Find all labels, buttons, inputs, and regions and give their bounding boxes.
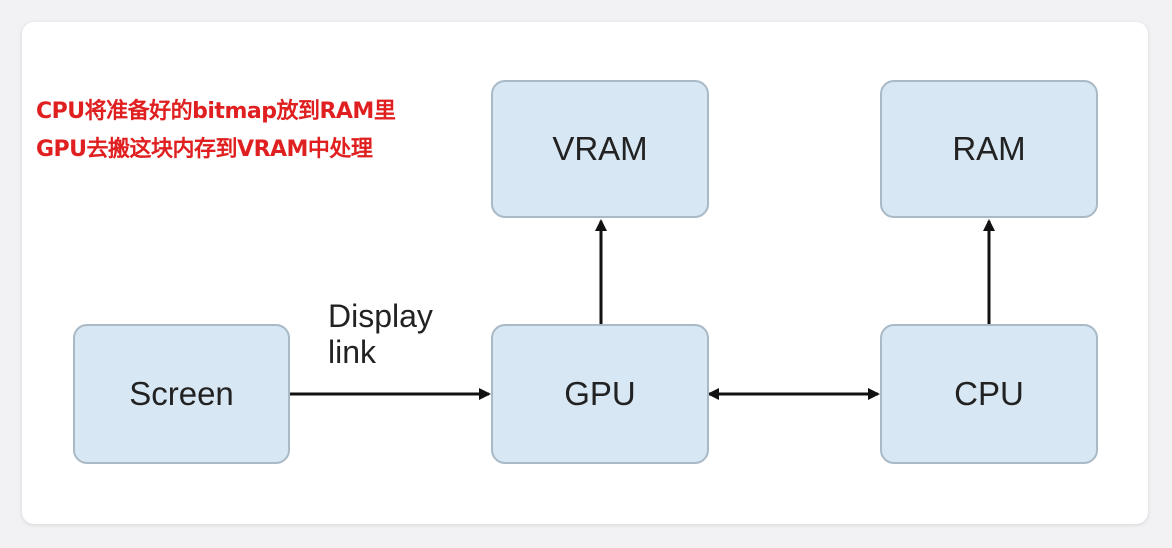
display-link-label: Display link xyxy=(328,298,433,370)
ram-label: RAM xyxy=(952,130,1026,167)
display-link-label-line1: Display xyxy=(328,298,433,334)
annotation-line-1: CPU将准备好的bitmap放到RAM里 xyxy=(36,99,396,124)
annotation-line-2: GPU去搬这块内存到VRAM中处理 xyxy=(36,137,373,162)
cpu-box: CPU xyxy=(880,324,1098,464)
gpu-label: GPU xyxy=(564,375,636,412)
screen-label: Screen xyxy=(129,375,234,412)
ram-box: RAM xyxy=(880,80,1098,218)
cpu-label: CPU xyxy=(954,375,1024,412)
vram-label: VRAM xyxy=(552,130,648,167)
gpu-box: GPU xyxy=(491,324,709,464)
vram-box: VRAM xyxy=(491,80,709,218)
screen-box: Screen xyxy=(73,324,290,464)
display-link-label-line2: link xyxy=(328,334,377,370)
